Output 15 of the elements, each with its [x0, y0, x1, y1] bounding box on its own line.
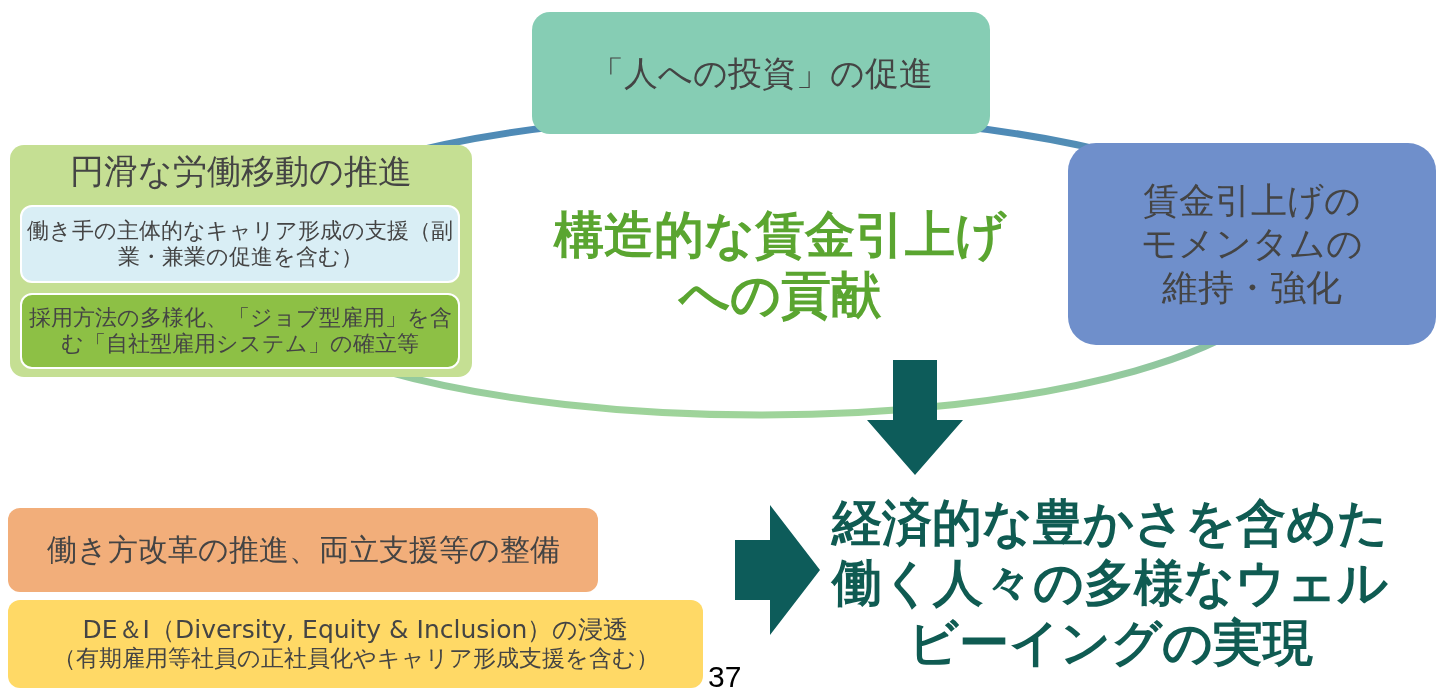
group-box [10, 145, 472, 377]
heading: DE＆I（Diversity, Equity & Inclusion）の浸透 [82, 615, 629, 646]
center-heading: 構造的な賃金引上げへの貢献 [545, 195, 1015, 335]
subtitle: （有期雇用等社員の正社員化やキャリア形成支援を含む） [52, 645, 659, 673]
process-box [8, 600, 703, 688]
arrow [867, 360, 963, 475]
arrow [735, 505, 820, 635]
process-box: 賃金引上げのモメンタムの維持・強化 [1068, 143, 1436, 345]
process-box: 「人への投資」の促進 [532, 12, 990, 134]
page-number: 37 [708, 660, 742, 694]
heading: 円滑な労働移動の推進 [70, 151, 412, 192]
goal-heading: 経済的な豊かさを含めた働く人々の多様なウェルビーイングの実現 [820, 475, 1400, 690]
item-box: 働き手の主体的なキャリア形成の支援（副業・兼業の促進を含む） [20, 205, 460, 283]
process-box: 働き方改革の推進、両立支援等の整備 [8, 508, 598, 592]
item-box: 採用方法の多様化、「ジョブ型雇用」を含む「自社型雇用システム」の確立等 [20, 293, 460, 369]
